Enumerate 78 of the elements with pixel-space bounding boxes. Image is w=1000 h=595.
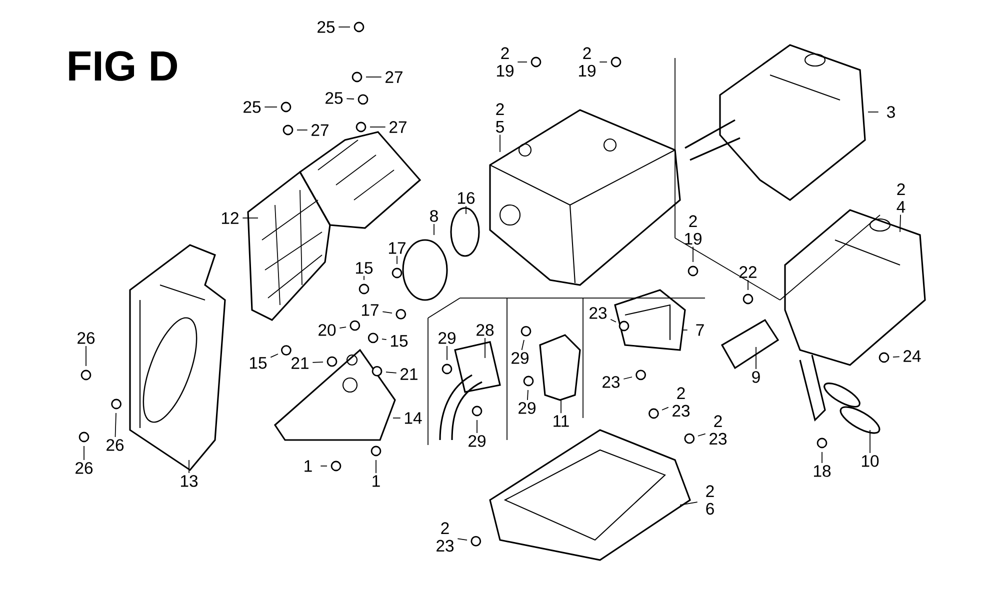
leader-line [692, 246, 694, 262]
callout-number: 1 [372, 475, 380, 487]
callout-number: 27 [312, 124, 328, 136]
callout-number: 15 [391, 335, 408, 347]
callout-number: 21 [400, 368, 418, 380]
callout-number: 14 [405, 412, 422, 424]
leader-line [560, 400, 562, 414]
leader-line [900, 214, 901, 232]
leader-line [484, 338, 486, 358]
callout-number: 23 [590, 307, 607, 319]
callout-number: 2 19 [685, 215, 702, 245]
leader-line [527, 390, 528, 400]
callout-number: 26 [106, 439, 124, 451]
leader-line [370, 126, 386, 128]
leader-line [312, 362, 324, 363]
callout-number: 12 [222, 212, 238, 224]
callout-number: 8 [430, 210, 438, 222]
callout-number: 29 [512, 352, 528, 364]
callout-number: 2 23 [436, 522, 454, 552]
callout-number: 27 [386, 71, 402, 83]
callout-number: 20 [318, 324, 336, 336]
callout-number: 9 [752, 371, 760, 383]
leader-line [662, 406, 669, 410]
callout-number: 25 [244, 101, 261, 113]
callout-number: 10 [862, 455, 879, 467]
callout-number: 7 [696, 324, 704, 336]
callout-number: 24 [904, 350, 921, 362]
callout-number: 17 [389, 242, 406, 254]
leader-line [680, 502, 698, 506]
leader-line [386, 372, 397, 374]
callout-number: 2 6 [706, 485, 714, 515]
callout-number: 13 [181, 475, 198, 487]
leader-line [366, 76, 382, 78]
callout-number: 25 [318, 21, 335, 33]
callout-number: 2 19 [497, 47, 514, 77]
callout-number: 2 4 [896, 183, 906, 213]
callout-number: 27 [390, 121, 406, 133]
callout-number: 16 [458, 192, 475, 204]
callout-number: 2 5 [496, 103, 504, 133]
figure-title: FIG D [69, 51, 177, 81]
leader-line [892, 356, 900, 358]
callout-number: 21 [292, 357, 308, 369]
callout-number: 18 [814, 465, 831, 477]
leader-line [338, 26, 350, 28]
leader-line [476, 420, 478, 434]
callout-number: 15 [250, 357, 267, 369]
leader-line [382, 311, 392, 314]
callout-number: 25 [326, 92, 343, 104]
leader-line [382, 338, 387, 340]
leader-line [521, 340, 524, 350]
callout-number: 17 [362, 304, 378, 316]
leader-line [339, 326, 346, 328]
leader-line [623, 376, 632, 380]
leader-line [188, 460, 190, 474]
callout-number: 3 [887, 106, 895, 118]
callout-number: 2 23 [710, 415, 727, 445]
leader-line [346, 98, 354, 100]
callout-number: 29 [468, 435, 486, 447]
callout-number: 26 [76, 462, 93, 474]
leader-line [264, 106, 278, 108]
callout-number: 23 [602, 376, 620, 388]
leader-line [396, 255, 398, 264]
callout-number: 1 [304, 460, 312, 472]
leader-line [457, 538, 468, 540]
callout-number: 22 [740, 266, 756, 278]
leader-line [610, 318, 616, 322]
leader-line [698, 433, 706, 436]
callout-number: 15 [356, 262, 373, 274]
callout-number: 28 [476, 324, 494, 336]
callout-number: 2 19 [579, 47, 596, 77]
callout-number: 11 [554, 415, 569, 427]
callout-number: 29 [438, 332, 456, 344]
leader-line [446, 346, 448, 360]
callout-number: 26 [78, 332, 95, 344]
callout-number: 2 23 [672, 387, 690, 417]
leader-line [270, 354, 278, 358]
leader-line [114, 412, 116, 438]
callout-number: 29 [518, 402, 536, 414]
